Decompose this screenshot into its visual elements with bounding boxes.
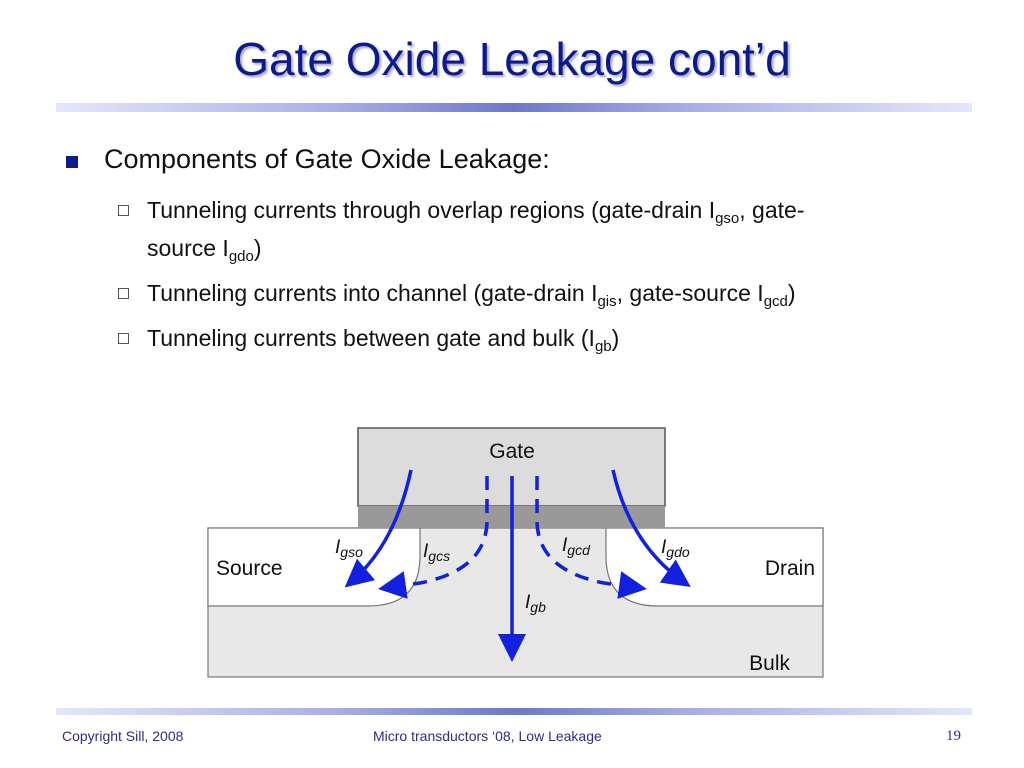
hollow-square-bullet-icon	[118, 205, 129, 216]
source-label: Source	[216, 557, 283, 580]
title-divider	[56, 103, 972, 112]
square-bullet-icon	[66, 156, 78, 168]
igso-label: Igso	[335, 537, 363, 560]
page-number: 19	[946, 728, 961, 744]
igb-label: Igb	[525, 592, 546, 615]
igcd-label: Igcd	[562, 535, 591, 558]
drain-label: Drain	[765, 557, 815, 580]
igcs-label: Igcs	[423, 541, 450, 564]
igdo-arrow	[611, 469, 691, 587]
sub-bullet-bulk: Tunneling currents between gate and bulk…	[147, 325, 620, 355]
igdo-label: Igdo	[661, 537, 690, 560]
bulk-label: Bulk	[749, 652, 790, 675]
footer-course: Micro transductors ‘08, Low Leakage	[373, 728, 602, 744]
igcd-arrow	[535, 476, 647, 599]
hollow-square-bullet-icon	[118, 333, 129, 344]
igso-arrow	[344, 469, 413, 588]
gate-label: Gate	[489, 440, 535, 463]
footer-copyright: Copyright Sill, 2008	[62, 728, 184, 744]
footer-divider	[56, 708, 972, 715]
slide-title: Gate Oxide Leakage cont’d	[233, 33, 791, 85]
hollow-square-bullet-icon	[118, 288, 129, 299]
sub-bullet-channel: Tunneling currents into channel (gate-dr…	[147, 280, 796, 310]
igcs-arrow	[378, 476, 489, 599]
main-bullet: Components of Gate Oxide Leakage:	[104, 144, 550, 174]
sub-bullet-overlap: Tunneling currents through overlap regio…	[147, 197, 805, 265]
